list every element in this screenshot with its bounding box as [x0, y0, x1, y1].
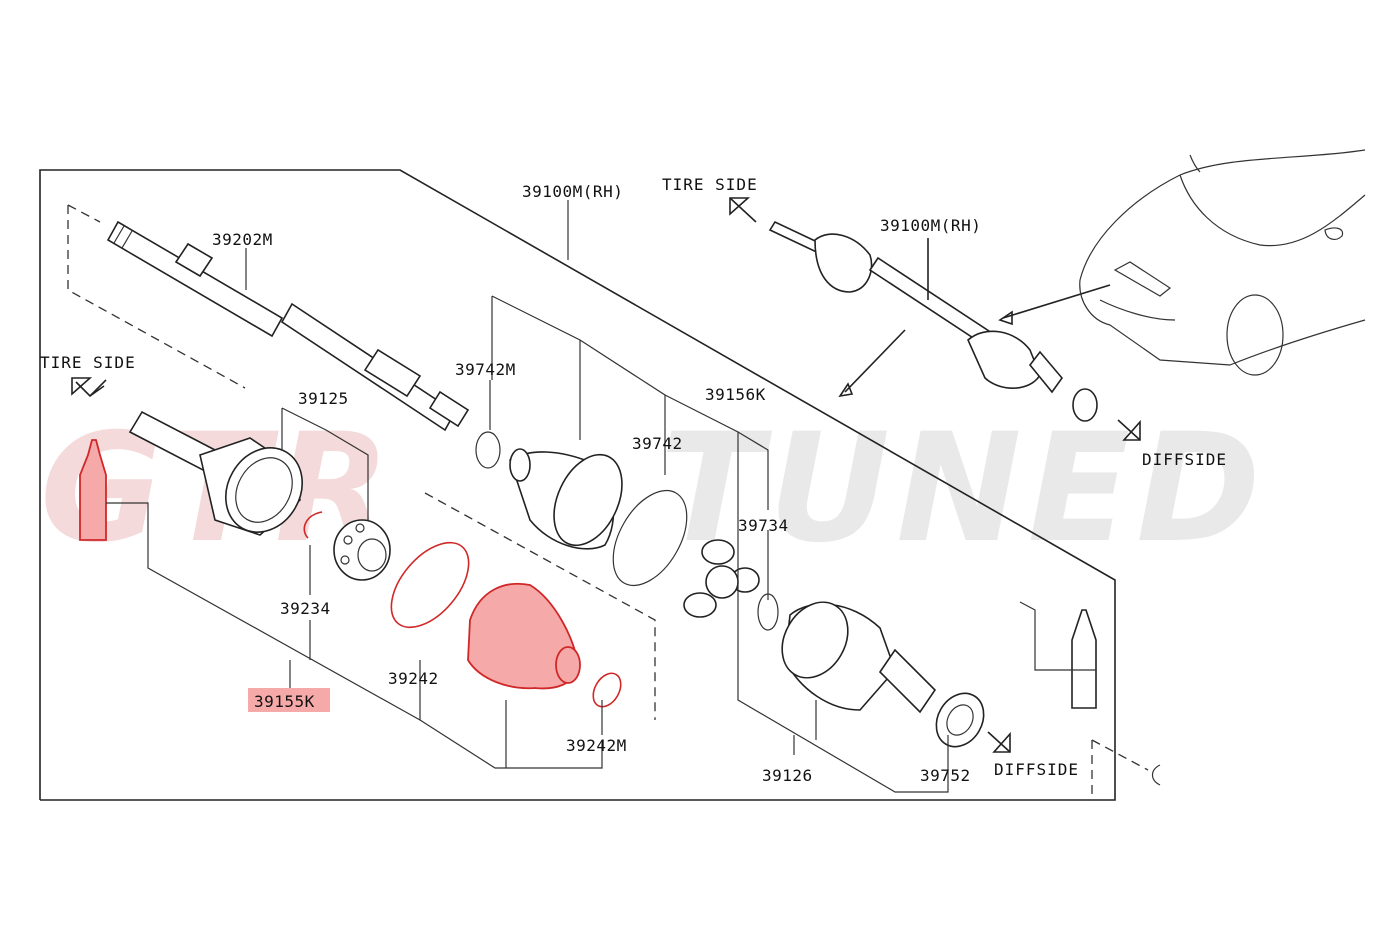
outer-joint [128, 410, 303, 536]
inset-arrow-icon [838, 284, 1111, 398]
inner-housing [781, 601, 937, 714]
label-39100M-rh: 39100M(RH) [522, 182, 623, 201]
boot-outer [509, 448, 623, 550]
main-frame [39, 169, 1116, 801]
label-39100M-rh-inset: 39100M(RH) [880, 216, 981, 235]
diff-side-arrow-top-icon [1117, 419, 1141, 441]
boot-inner-red [467, 582, 581, 690]
label-39126: 39126 [762, 766, 813, 785]
boot-dashed-frame [424, 492, 656, 720]
tire-side-label-top: TIRE SIDE [662, 175, 758, 194]
label-39202M: 39202M [212, 230, 273, 249]
label-39155K: 39155K [254, 692, 315, 711]
watermark-right: TUNED [660, 402, 1267, 576]
car-illustration [1079, 149, 1366, 376]
label-39125: 39125 [298, 389, 349, 408]
band-large [612, 489, 688, 587]
label-39734: 39734 [738, 516, 789, 535]
tire-side-arrow-top-icon [729, 197, 757, 223]
diff-side-label-bottom: DIFFSIDE [994, 760, 1079, 779]
boot-clamp [592, 672, 622, 708]
inner-race [333, 519, 391, 581]
label-39156K: 39156K [705, 385, 766, 404]
circlip [303, 511, 323, 539]
leader-lines [106, 200, 1096, 793]
label-39242: 39242 [388, 669, 439, 688]
label-39234: 39234 [280, 599, 331, 618]
tire-side-arrow-left-icon [71, 377, 107, 398]
label-39242M: 39242M [566, 736, 627, 755]
diff-side-arrow-bottom-icon [987, 731, 1011, 753]
label-39742: 39742 [632, 434, 683, 453]
grease-tube-right [1071, 609, 1097, 709]
boot-band [390, 541, 470, 629]
band-small [475, 431, 501, 469]
label-39742M: 39742M [455, 360, 516, 379]
inset-assembly [768, 220, 1098, 422]
diff-side-label-top: DIFFSIDE [1142, 450, 1227, 469]
seal [935, 692, 985, 748]
drive-shaft [106, 220, 470, 432]
tire-side-label-left: TIRE SIDE [40, 353, 136, 372]
highlight-39155K [248, 688, 330, 712]
grease-tube-left [79, 439, 107, 541]
label-39752: 39752 [920, 766, 971, 785]
